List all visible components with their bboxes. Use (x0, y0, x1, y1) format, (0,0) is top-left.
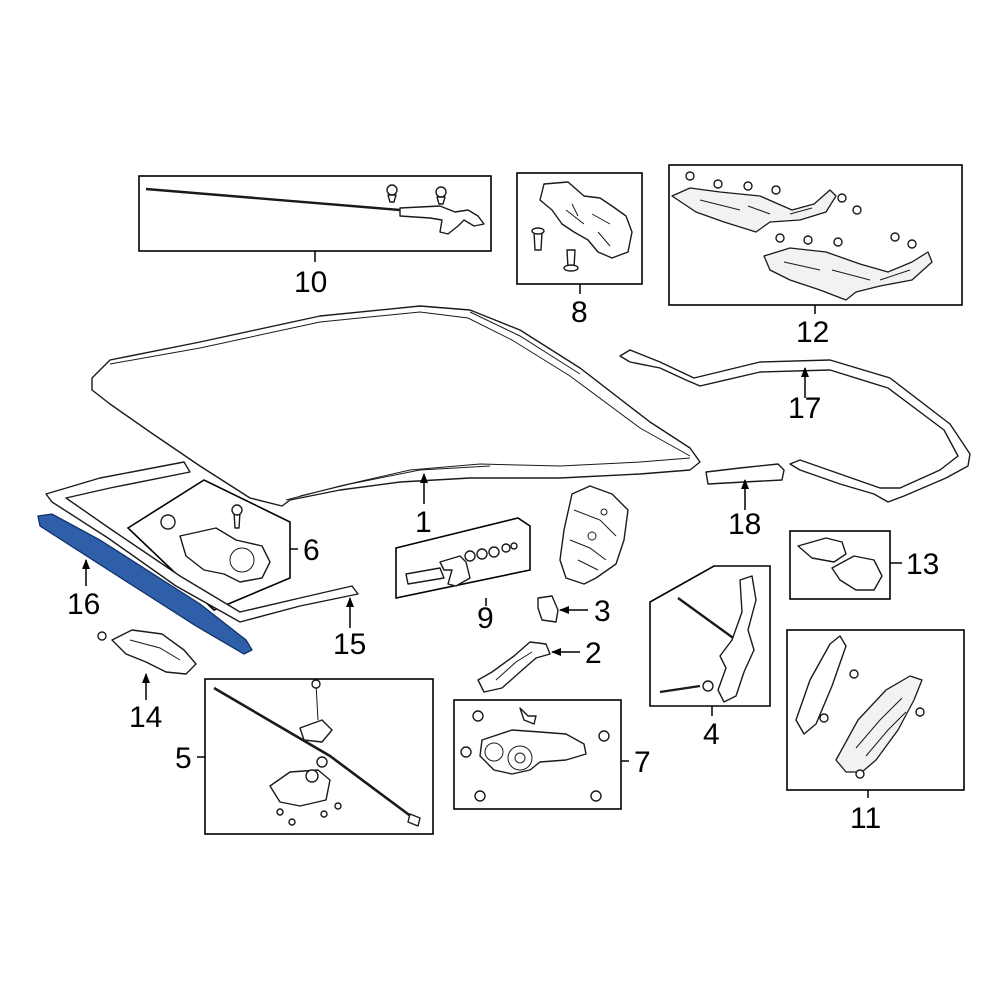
link-arm[interactable] (477, 641, 551, 693)
part-5-group: 5 (175, 678, 434, 835)
pivot-pin[interactable] (405, 567, 445, 585)
drive-motor[interactable] (479, 729, 587, 775)
cable-end-fitting[interactable] (399, 205, 485, 235)
callout-2: 2 (585, 637, 602, 670)
part-18-group: 18 (705, 463, 785, 541)
latch[interactable] (111, 629, 197, 675)
callout-10: 10 (294, 266, 327, 299)
callout-18: 18 (728, 508, 761, 541)
callout-8: 8 (571, 296, 588, 329)
header-frame[interactable] (45, 461, 359, 623)
trim-clip-a[interactable] (797, 537, 847, 563)
part-16-group: 16 (37, 513, 253, 655)
part-9-box (395, 517, 531, 599)
upper-bracket[interactable] (671, 187, 837, 233)
callout-1: 1 (415, 506, 432, 539)
header-seal-highlighted[interactable] (37, 513, 253, 655)
link-bracket[interactable] (299, 719, 333, 743)
seal-segment[interactable] (705, 463, 785, 485)
callout-4: 4 (703, 718, 720, 751)
cover-cap[interactable] (537, 595, 559, 623)
top-shell[interactable] (91, 305, 701, 507)
part-7-group: 7 (453, 699, 651, 810)
part-14-group: 14 (97, 629, 197, 734)
callout-17: 17 (788, 392, 821, 425)
part-15-group: 15 (45, 461, 366, 661)
part-9-group: 9 (395, 517, 531, 635)
callout-15: 15 (333, 628, 366, 661)
part-8-group: 8 (516, 172, 643, 329)
part-4-group: 4 (649, 565, 771, 751)
side-trim-panel[interactable] (835, 675, 923, 773)
part-1-group: 1 (91, 305, 701, 539)
part-4-box (649, 565, 771, 707)
callout-7: 7 (634, 746, 651, 779)
actuator-motor[interactable] (539, 181, 633, 259)
part-11-group: 11 (786, 629, 965, 835)
callout-3: 3 (594, 595, 611, 628)
part-13-group: 13 (789, 530, 939, 600)
callout-5: 5 (175, 742, 192, 775)
part-6-group: 6 (126, 479, 320, 611)
callout-16: 16 (67, 588, 100, 621)
pump-motor[interactable] (179, 527, 271, 583)
callout-11: 11 (850, 802, 881, 835)
part-10-group: 10 (138, 175, 492, 299)
part-13-box (789, 530, 891, 600)
hinge-bracket-group (559, 485, 629, 585)
roof-seal[interactable] (619, 349, 971, 503)
callout-14: 14 (129, 701, 162, 734)
callout-6: 6 (303, 534, 320, 567)
callout-9: 9 (477, 602, 494, 635)
callout-12: 12 (796, 316, 829, 349)
part-7-box (453, 699, 622, 810)
side-trim[interactable] (795, 635, 847, 735)
mount-bracket[interactable] (269, 769, 331, 807)
part-3-group: 3 (537, 595, 611, 628)
trim-clip-b[interactable] (831, 555, 883, 591)
part-17-group: 17 (619, 349, 971, 503)
part-11-box (786, 629, 965, 791)
callout-13: 13 (906, 548, 939, 581)
part-2-group: 2 (477, 637, 602, 693)
screws-12 (685, 171, 917, 249)
hinge-bracket[interactable] (559, 485, 629, 585)
part-12-group: 12 (668, 164, 963, 349)
strut-assembly[interactable] (717, 575, 757, 703)
